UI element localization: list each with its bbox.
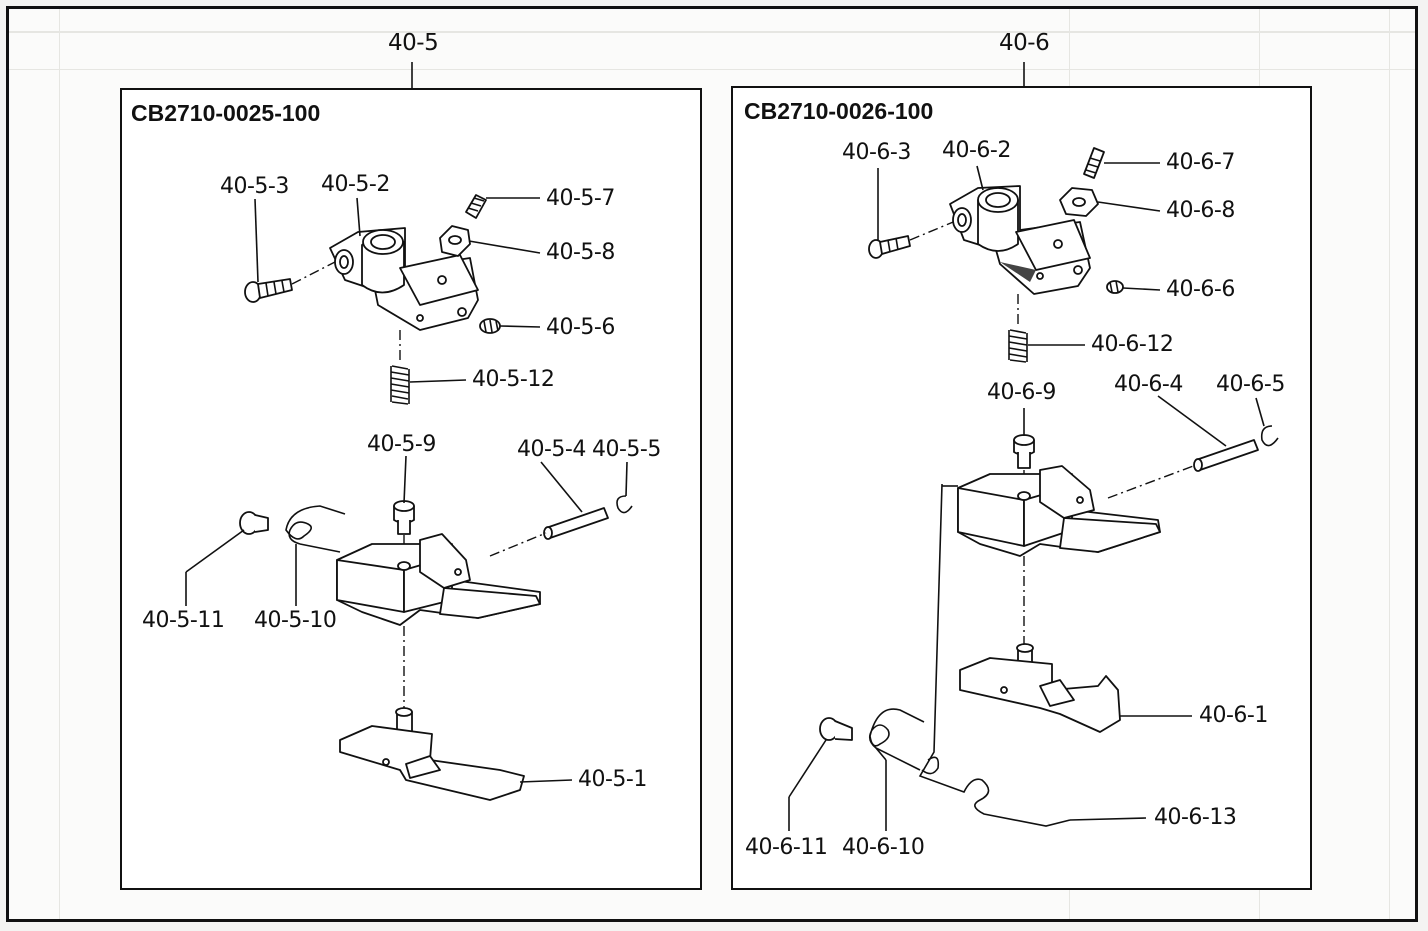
callout-40-6-12: 40-6-12 [1091, 332, 1174, 357]
screw-40-6-9 [1013, 434, 1035, 469]
callout-40-5-11: 40-5-11 [142, 608, 225, 633]
callout-40-6-4: 40-6-4 [1114, 372, 1183, 397]
e-ring-40-6-5 [1260, 425, 1279, 447]
set-screw-40-5-7 [465, 194, 487, 219]
lifter-spring-40-6-13 [918, 483, 1071, 827]
e-ring-40-5-5 [616, 495, 633, 514]
spring-40-5-12 [390, 365, 410, 405]
callout-40-6-8: 40-6-8 [1166, 198, 1235, 223]
torsion-spring-40-6-10 [868, 708, 925, 749]
callout-40-5-5: 40-5-5 [592, 437, 661, 462]
callout-40-6-2: 40-6-2 [942, 138, 1011, 163]
callout-40-6-7: 40-6-7 [1166, 150, 1235, 175]
callout-40-6-1: 40-6-1 [1199, 703, 1268, 728]
group-label-40-6: 40-6 [999, 30, 1050, 56]
callout-40-5-10: 40-5-10 [254, 608, 337, 633]
part-number-40-6: CB2710-0026-100 [744, 98, 934, 124]
screw-40-5-9 [393, 500, 415, 535]
torsion-spring-40-5-10 [285, 505, 346, 545]
set-screw-40-6-7 [1083, 147, 1105, 179]
presser-foot-upper-40-5 [336, 533, 541, 626]
callout-40-6-13: 40-6-13 [1154, 805, 1237, 830]
callout-40-6-5: 40-6-5 [1216, 372, 1285, 397]
callout-40-5-4: 40-5-4 [517, 437, 586, 462]
callout-40-5-3: 40-5-3 [220, 174, 289, 199]
shoulder-screw-40-5-11 [239, 511, 269, 535]
callout-40-6-3: 40-6-3 [842, 140, 911, 165]
callout-40-5-1: 40-5-1 [578, 767, 647, 792]
shoulder-screw-40-6-11 [819, 717, 853, 741]
presser-foot-upper-40-6 [957, 465, 1161, 557]
hinge-pin-40-5-4 [545, 507, 609, 539]
callout-40-5-6: 40-5-6 [546, 315, 615, 340]
spring-40-6-12 [1008, 329, 1028, 363]
callout-40-6-11: 40-6-11 [745, 835, 828, 860]
callout-40-5-12: 40-5-12 [472, 367, 555, 392]
set-screw-40-6-6 [1106, 280, 1124, 294]
presser-foot-40-5-1 [339, 707, 525, 801]
set-screw-40-5-6 [479, 318, 501, 334]
hinge-pin-40-6-4 [1195, 439, 1259, 471]
presser-bar-holder-40-5 [244, 227, 479, 331]
callout-40-5-8: 40-5-8 [546, 240, 615, 265]
callout-40-6-9: 40-6-9 [987, 380, 1056, 405]
presser-foot-40-6-1 [959, 643, 1121, 733]
callout-40-6-10: 40-6-10 [842, 835, 925, 860]
group-label-40-5: 40-5 [388, 30, 439, 56]
presser-bar-holder-40-6 [868, 185, 1091, 295]
callout-40-5-2: 40-5-2 [321, 172, 390, 197]
callout-40-5-7: 40-5-7 [546, 186, 615, 211]
part-number-40-5: CB2710-0025-100 [131, 100, 321, 126]
callout-40-5-9: 40-5-9 [367, 432, 436, 457]
callout-40-6-6: 40-6-6 [1166, 277, 1235, 302]
